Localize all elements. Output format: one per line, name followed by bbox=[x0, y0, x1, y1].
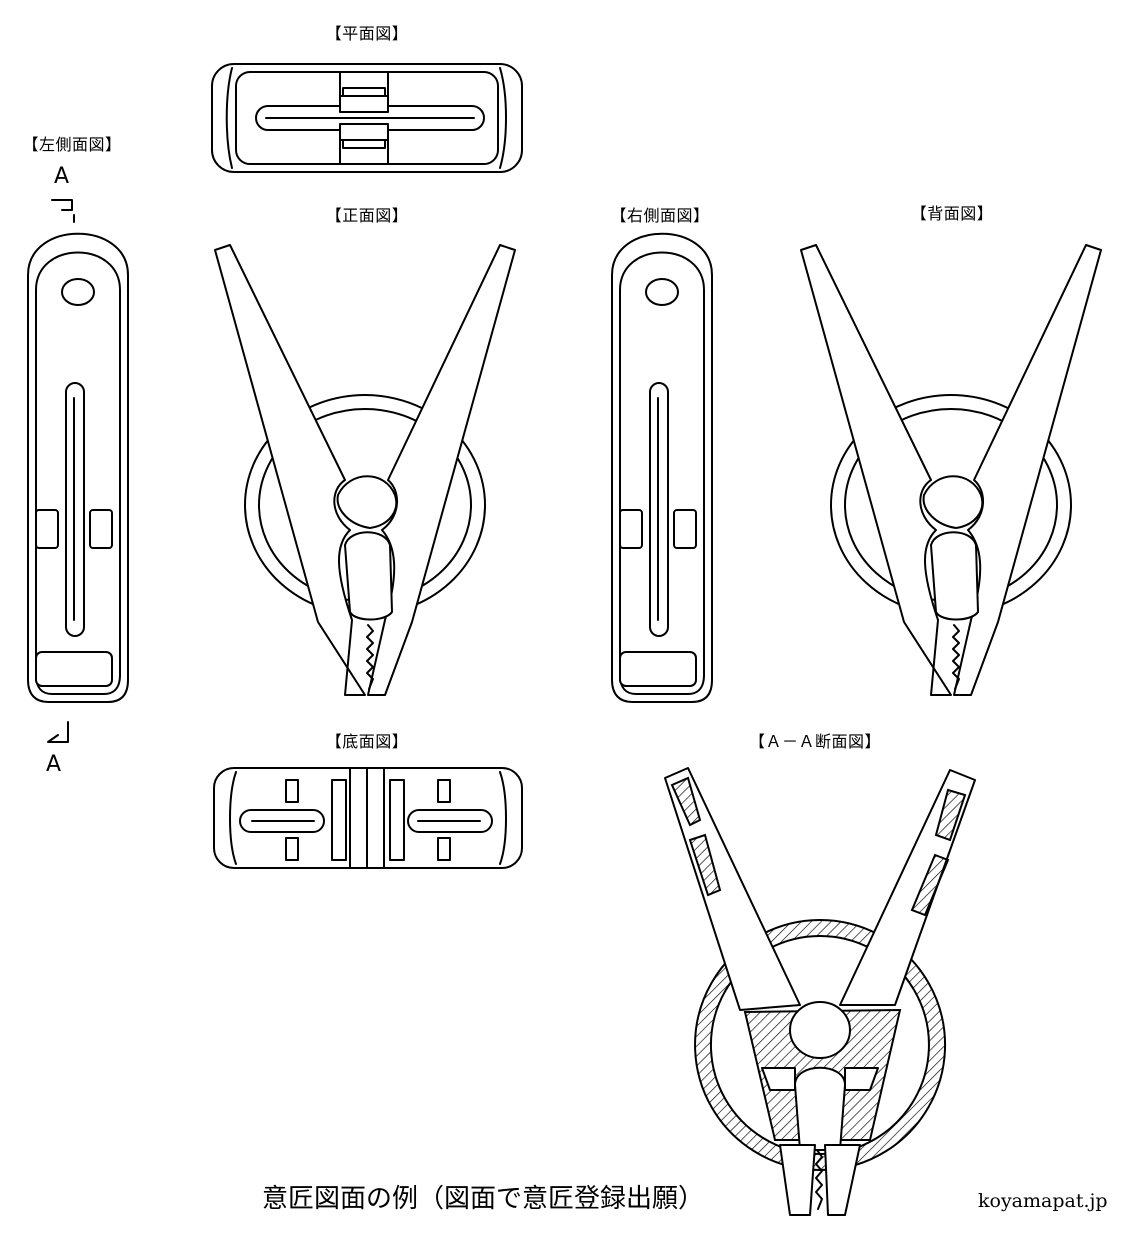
caption: 意匠図面の例（図面で意匠登録出願） bbox=[262, 1184, 705, 1214]
front-view-drawing bbox=[214, 244, 516, 696]
top-view-drawing bbox=[211, 63, 523, 173]
right-view-label: 【右側面図】 bbox=[610, 206, 710, 225]
section-view-drawing bbox=[664, 767, 976, 1216]
section-marker-bottom: A bbox=[46, 752, 62, 777]
section-marker-top: A bbox=[54, 164, 70, 189]
left-view-label: 【左側面図】 bbox=[22, 135, 122, 154]
top-view-label: 【平面図】 bbox=[325, 24, 409, 43]
front-view-label: 【正面図】 bbox=[325, 206, 409, 225]
bottom-view-drawing bbox=[213, 767, 523, 869]
right-side-view-drawing bbox=[611, 232, 713, 703]
back-view-label: 【背面図】 bbox=[910, 204, 994, 223]
left-side-view-drawing bbox=[27, 199, 129, 743]
section-view-label: 【Ａ－Ａ断面図】 bbox=[748, 732, 882, 751]
site-name: koyamapat.jp bbox=[978, 1190, 1108, 1212]
bottom-view-label: 【底面図】 bbox=[325, 732, 409, 751]
back-view-drawing bbox=[800, 244, 1102, 696]
